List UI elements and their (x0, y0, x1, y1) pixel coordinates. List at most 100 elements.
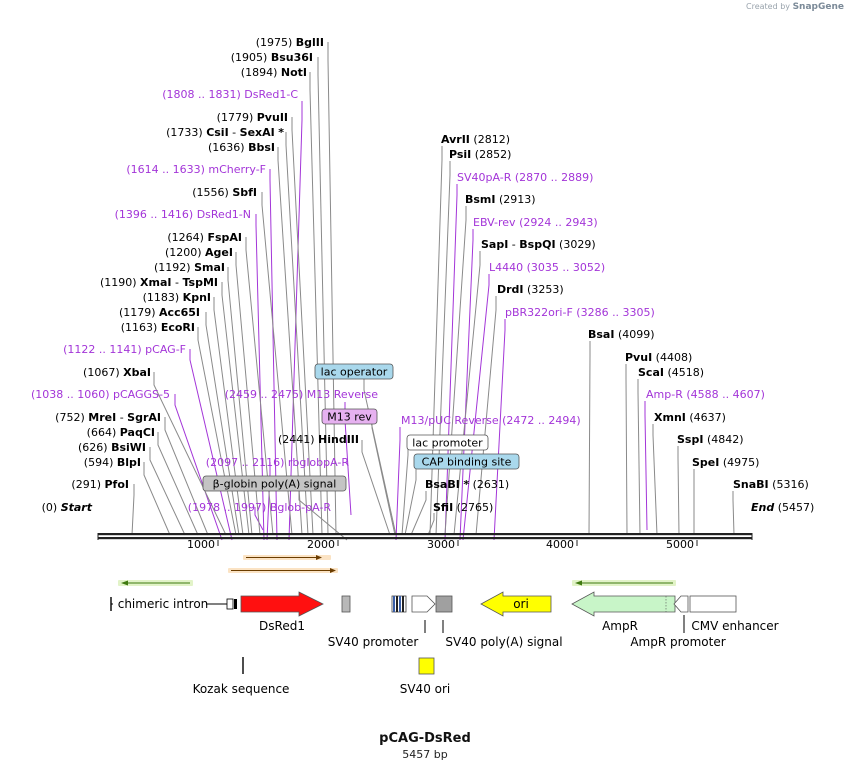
enzyme-ecori[interactable]: (1163) EcoRI (121, 321, 195, 334)
primer-arrow-orange-2 (228, 568, 338, 573)
feature-dsred1[interactable]: DsRed1 (240, 591, 324, 633)
feature-cmv-enhancer[interactable]: CMV enhancer (689, 595, 779, 633)
beta-globin-polya-label: β-globin poly(A) signal (213, 478, 337, 491)
primer-ebv-rev[interactable]: EBV-rev (2924 .. 2943) (473, 216, 598, 229)
ori-label: ori (513, 597, 529, 611)
enzyme-sapi-bspqi[interactable]: SapI - BspQI (3029) (481, 238, 596, 251)
primer-bglob-pa-r[interactable]: (1978 .. 1997) Bglob-pA-R (188, 501, 332, 514)
primer-mcherry-f[interactable]: (1614 .. 1633) mCherry-F (126, 163, 266, 176)
primer-arrows (118, 555, 676, 586)
primer-dsred1-n[interactable]: (1396 .. 1416) DsRed1-N (115, 208, 251, 221)
enzyme-pvuii[interactable]: (1779) PvuII (217, 111, 288, 124)
enzyme-spei[interactable]: SpeI (4975) (692, 456, 759, 469)
tick-label-3000: 3000 (427, 538, 455, 551)
enzyme-scai[interactable]: ScaI (4518) (638, 366, 704, 379)
right-primer-labels: SV40pA-R (2870 .. 2889) EBV-rev (2924 ..… (401, 171, 765, 427)
lac-promoter-box[interactable]: lac promoter (406, 434, 489, 451)
feature-ori[interactable]: ori (480, 591, 552, 617)
primer-l4440[interactable]: L4440 (3035 .. 3052) (489, 261, 605, 274)
plasmid-length: 5457 bp (402, 748, 448, 761)
primer-arrow-green-left (118, 580, 193, 586)
left-primer-labels: (1808 .. 1831) DsRed1-C (1614 .. 1633) m… (31, 88, 378, 514)
feature-ampr[interactable]: AmpR (571, 591, 676, 633)
feature-sv40-promoter[interactable]: SV40 promoter (328, 595, 419, 649)
primer-m13-reverse[interactable]: (2459 .. 2475) M13 Reverse (225, 388, 378, 401)
cmv-enhancer-label: CMV enhancer (691, 619, 778, 633)
enzyme-kpni[interactable]: (1183) KpnI (143, 291, 211, 304)
feature-ampr-promoter[interactable]: AmpR promoter (630, 595, 726, 649)
enzyme-bsmi[interactable]: BsmI (2913) (465, 193, 536, 206)
snapgene-logo: SnapGene (792, 2, 844, 12)
sv40-ori-label: SV40 ori (400, 682, 451, 696)
enzyme-bbsi[interactable]: (1636) BbsI (208, 141, 275, 154)
ampr-label: AmpR (602, 619, 638, 633)
enzyme-agei[interactable]: (1200) AgeI (165, 246, 233, 259)
lac-operator-label: lac operator (321, 366, 388, 379)
enzyme-mrei-sgrai[interactable]: (752) MreI - SgrAI (55, 411, 161, 424)
right-enzyme-labels: AvrII (2812) PsiI (2852) BsmI (2913) Sap… (425, 133, 814, 514)
feature-chimeric-intron[interactable]: chimeric intron (110, 597, 237, 611)
enzyme-bsu36i[interactable]: (1905) Bsu36I (231, 51, 313, 64)
lac-operator-box[interactable]: lac operator (314, 363, 394, 380)
primer-m13-puc-reverse[interactable]: M13/pUC Reverse (2472 .. 2494) (401, 414, 581, 427)
primer-dsred1-c[interactable]: (1808 .. 1831) DsRed1-C (162, 88, 298, 101)
primer-sv40pa-r[interactable]: SV40pA-R (2870 .. 2889) (457, 171, 593, 184)
sequence-end: End (5457) (751, 501, 814, 514)
primer-pcag-f[interactable]: (1122 .. 1141) pCAG-F (63, 343, 186, 356)
dsred1-label: DsRed1 (259, 619, 305, 633)
kozak-sequence-label: Kozak sequence (193, 682, 290, 696)
enzyme-pvui[interactable]: PvuI (4408) (625, 351, 692, 364)
enzyme-csii-sexai[interactable]: (1733) CsiI - SexAI * (166, 126, 284, 139)
lac-promoter-label: lac promoter (412, 437, 483, 450)
tick-label-1000: 1000 (187, 538, 215, 551)
enzyme-sfii[interactable]: SfiI (2765) (433, 501, 493, 514)
credit-prefix: Created by (746, 2, 791, 11)
enzyme-bglii[interactable]: (1975) BglII (256, 36, 324, 49)
enzyme-xmni[interactable]: XmnI (4637) (654, 411, 726, 424)
feature-beta-globin-polya-block[interactable] (341, 595, 351, 613)
enzyme-bsai[interactable]: BsaI (4099) (588, 328, 655, 341)
tick-label-2000: 2000 (307, 538, 335, 551)
primer-rbglobpa-r[interactable]: (2097 .. 2116) rbglobpA-R (206, 456, 350, 469)
primer-pbr322ori-f[interactable]: pBR322ori-F (3286 .. 3305) (505, 306, 655, 319)
enzyme-drdi[interactable]: DrdI (3253) (497, 283, 564, 296)
cap-binding-site-label: CAP binding site (422, 456, 512, 469)
enzyme-fspai[interactable]: (1264) FspAI (167, 231, 242, 244)
chimeric-intron-label: chimeric intron (118, 597, 209, 611)
m13-rev-label: M13 rev (327, 411, 372, 424)
enzyme-smai[interactable]: (1192) SmaI (154, 261, 225, 274)
sequence-backbone (97, 533, 753, 540)
primer-amp-r[interactable]: Amp-R (4588 .. 4607) (646, 388, 765, 401)
primer-arrow-orange-1 (243, 555, 331, 560)
enzyme-snabi[interactable]: SnaBI (5316) (733, 478, 809, 491)
enzyme-acc65i[interactable]: (1179) Acc65I (119, 306, 200, 319)
enzyme-noti[interactable]: (1894) NotI (241, 66, 307, 79)
feature-kozak-sequence[interactable]: Kozak sequence (193, 657, 290, 696)
m13-rev-box[interactable]: M13 rev (321, 408, 378, 425)
enzyme-paqci[interactable]: (664) PaqCI (87, 426, 155, 439)
enzyme-xmai-tspmi[interactable]: (1190) XmaI - TspMI (100, 276, 218, 289)
primer-pcaggs-5[interactable]: (1038 .. 1060) pCAGGS-5 (31, 388, 170, 401)
feature-sv40-promoter-arrow[interactable] (411, 595, 436, 613)
enzyme-sbfi[interactable]: (1556) SbfI (192, 186, 257, 199)
tick-label-5000: 5000 (666, 538, 694, 551)
plasmid-name: pCAG-DsRed (379, 731, 471, 746)
enzyme-bsabi[interactable]: BsaBI * (2631) (425, 478, 509, 491)
enzyme-xbai[interactable]: (1067) XbaI (83, 366, 151, 379)
sequence-start: (0) Start (42, 501, 93, 514)
enzyme-blpi[interactable]: (594) BlpI (84, 456, 141, 469)
primer-arrow-green-right (572, 580, 676, 586)
enzyme-hindiii[interactable]: (2441) HindIII (278, 433, 359, 446)
snapgene-credit: Created by SnapGene (746, 2, 844, 12)
enzyme-sspi[interactable]: SspI (4842) (677, 433, 744, 446)
cap-binding-site-box[interactable]: CAP binding site (413, 453, 520, 470)
beta-globin-polya-box[interactable]: β-globin poly(A) signal (202, 475, 347, 492)
enzyme-pfoi[interactable]: (291) PfoI (71, 478, 129, 491)
enzyme-avrii[interactable]: AvrII (2812) (441, 133, 510, 146)
feature-sv40-polya-signal[interactable]: SV40 poly(A) signal (435, 595, 563, 649)
left-enzyme-labels: (1975) BglII (1905) Bsu36I (1894) NotI (… (42, 36, 359, 514)
enzyme-psii[interactable]: PsiI (2852) (449, 148, 511, 161)
enzyme-bsiwi[interactable]: (626) BsiWI (78, 441, 146, 454)
feature-sv40-ori[interactable]: SV40 ori (400, 620, 451, 696)
